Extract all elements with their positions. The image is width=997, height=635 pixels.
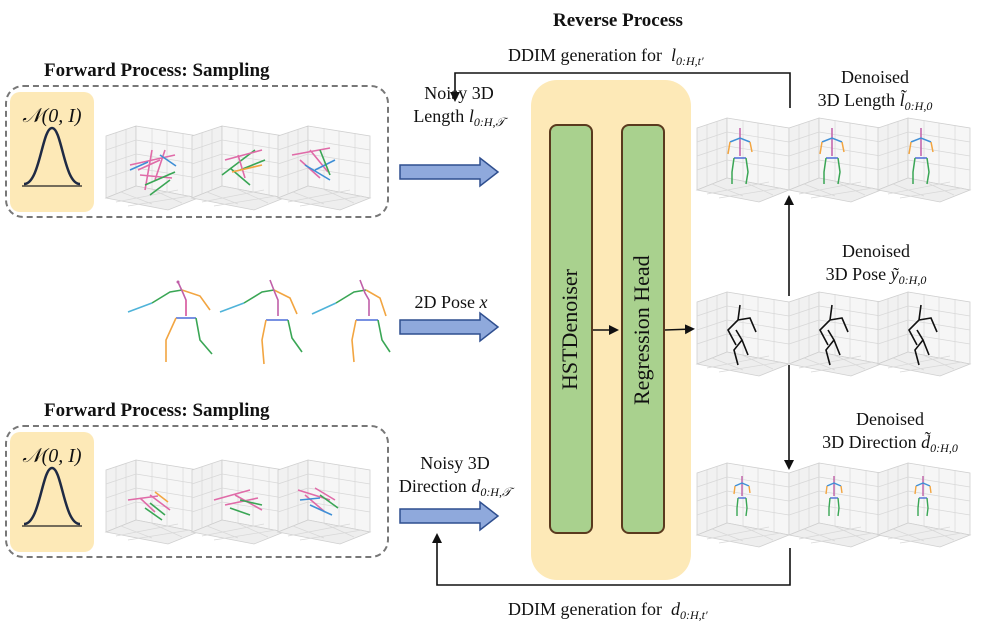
ddim-loop-bottom	[432, 533, 791, 586]
pose-2d-skeletons	[127, 279, 391, 365]
denoised-direction-plots	[696, 462, 971, 548]
gaussian-curve-bottom	[23, 466, 81, 526]
flow-arrows	[432, 72, 794, 586]
denoised-length-plots	[696, 117, 971, 203]
ddim-generation-label-top: DDIM generation for l0:H,t′	[508, 45, 704, 68]
noisy-direction-plots	[105, 459, 371, 545]
denoised-length-label: Denoised 3D Length l̃0:H,0	[817, 67, 933, 113]
denoised-direction-label: Denoised 3D Direction d̃0:H,0	[822, 409, 958, 455]
gaussian-panel-top	[10, 92, 94, 212]
noisy-length-plots	[105, 125, 371, 211]
pose-2d-arrow	[399, 311, 500, 343]
forward-sampling-box-top	[5, 85, 389, 218]
forward-process-title-bottom: Forward Process: Sampling	[44, 400, 270, 421]
noise-distribution-label-top: 𝒩(0, I)	[22, 105, 82, 127]
noise-distribution-label-bottom: 𝒩(0, I)	[22, 445, 82, 467]
noisy-direction-arrow	[399, 500, 500, 532]
gaussian-panel-bottom	[10, 432, 94, 552]
gaussian-curve-top	[23, 126, 81, 186]
regression-head-block	[621, 124, 665, 534]
ddim-loop-top	[450, 72, 791, 108]
reverse-process-title: Reverse Process	[553, 10, 683, 31]
denoised-pose-label: Denoised 3D Pose ỹ0:H,0	[825, 241, 927, 287]
head-to-pose-arrow	[664, 324, 695, 335]
ddim-generation-label-bottom: DDIM generation for d0:H,t′	[508, 599, 708, 622]
pose-2d-label: 2D Pose x	[414, 292, 488, 312]
forward-sampling-box-bottom	[5, 425, 389, 558]
denoised-pose-plots	[696, 291, 971, 377]
input-block-arrows	[399, 156, 500, 532]
noisy-length-arrow	[399, 156, 500, 188]
noisy-direction-label: Noisy 3D Direction d0:H,𝒯	[398, 453, 512, 499]
hstdenoiser-block	[549, 124, 593, 534]
forward-process-title-top: Forward Process: Sampling	[44, 60, 270, 81]
